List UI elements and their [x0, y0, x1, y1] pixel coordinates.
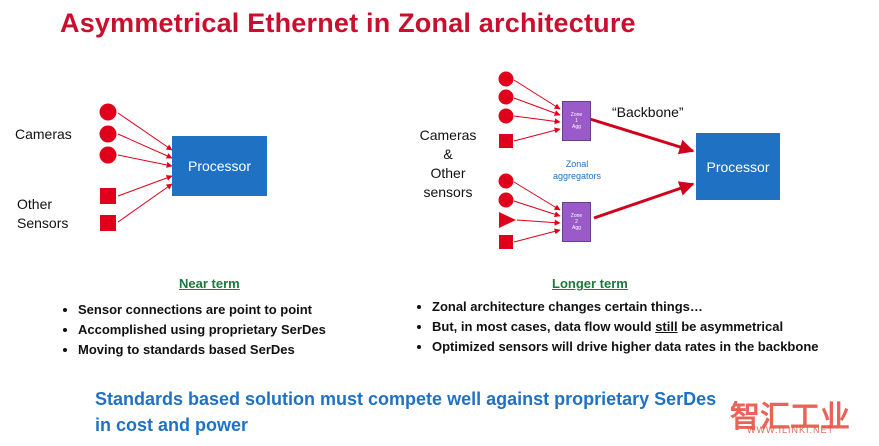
zone-1-aggregator: Zone 1 Agg — [562, 101, 591, 141]
other-label-line2: Sensors — [17, 215, 69, 231]
right-label-line2: & — [443, 146, 453, 162]
camera-sensor-icon — [498, 89, 514, 105]
sensor-link-arrow — [516, 219, 561, 226]
other-sensor-icon — [100, 215, 116, 231]
slide-title: Asymmetrical Ethernet in Zonal architect… — [60, 8, 636, 38]
left-sensors — [99, 103, 117, 231]
other-sensor-icon — [100, 188, 116, 204]
longer-term-bullet: But, in most cases, data flow would stil… — [432, 317, 832, 337]
zone-2-aggregator: Zone 2 Agg — [562, 202, 591, 242]
sensor-link-arrow — [117, 133, 173, 159]
zone2-line1: Zone — [570, 213, 583, 219]
sensor-link-arrow — [117, 183, 173, 223]
zone1-line2: 1 — [575, 118, 578, 124]
watermark-logo: 智汇工业 — [730, 400, 850, 435]
sensor-link-arrow — [513, 115, 561, 125]
camera-sensor-icon — [498, 192, 514, 208]
camera-sensor-icon — [498, 108, 514, 124]
sensor-link-arrow — [117, 175, 173, 197]
zonal-line1: Zonal — [565, 159, 589, 169]
zonal-line2: aggregators — [553, 171, 602, 181]
right-sensors-bottom — [498, 173, 516, 249]
sensor-link-arrow — [513, 228, 561, 243]
other-label-line1: Other — [17, 196, 53, 212]
other-sensors-label: Other Sensors — [17, 195, 68, 233]
camera-sensor-icon — [99, 125, 117, 143]
conclusion-line1: Standards based solution must compete we… — [95, 389, 717, 409]
conclusion-text: Standards based solution must compete we… — [95, 386, 775, 438]
sensor-link-arrow — [513, 181, 561, 211]
conclusion-line2: in cost and power — [95, 415, 249, 435]
longer-term-bullet: Optimized sensors will drive higher data… — [432, 337, 832, 357]
watermark-url: WWW.ILINKI.NET — [747, 425, 834, 435]
zonal-aggregators-label: Zonal aggregators — [553, 158, 601, 182]
cameras-label: Cameras — [15, 126, 72, 142]
backbone-arrows — [589, 117, 695, 220]
left-arrows — [117, 112, 173, 223]
near-term-bullet: Accomplished using proprietary SerDes — [78, 320, 398, 340]
bullet2-text-after: be asymmetrical — [677, 319, 784, 334]
backbone-arrow — [589, 117, 695, 155]
sensor-link-arrow — [513, 79, 561, 110]
right-label-line1: Cameras — [419, 127, 477, 143]
sensor-link-arrow — [117, 154, 173, 168]
other-sensor-icon — [499, 235, 513, 249]
bullet2-underlined-word: still — [655, 319, 678, 334]
camera-sensor-icon — [99, 146, 117, 164]
camera-sensor-icon — [498, 173, 514, 189]
processor-box-right: Processor — [696, 133, 780, 200]
sensor-link-arrow — [513, 200, 561, 218]
sensor-link-arrow — [513, 127, 561, 142]
near-term-list: Sensor connections are point to point Ac… — [60, 300, 398, 360]
backbone-label: “Backbone” — [612, 104, 684, 120]
near-term-bullet: Moving to standards based SerDes — [78, 340, 398, 360]
zone2-line2: 2 — [575, 219, 578, 225]
zone1-line3: Agg — [572, 124, 581, 130]
right-label-line3: Other — [430, 165, 466, 181]
camera-sensor-icon — [498, 71, 514, 87]
camera-sensor-icon — [99, 103, 117, 121]
right-arrows-top — [513, 79, 561, 142]
near-term-heading: Near term — [179, 276, 240, 291]
cameras-other-sensors-label: Cameras & Other sensors — [418, 126, 478, 202]
longer-term-list: Zonal architecture changes certain thing… — [414, 297, 832, 357]
zone2-line3: Agg — [572, 225, 581, 231]
triangle-sensor-icon — [499, 212, 516, 228]
right-label-line4: sensors — [423, 184, 473, 200]
right-arrows-bottom — [513, 181, 561, 243]
sensor-link-arrow — [117, 112, 173, 151]
right-sensors-top — [498, 71, 514, 148]
other-sensor-icon — [499, 134, 513, 148]
zone1-line1: Zone — [570, 112, 583, 118]
processor-box: Processor — [172, 136, 267, 196]
backbone-arrow — [593, 181, 695, 220]
bullet2-text-before: But, in most cases, data flow would — [432, 319, 656, 334]
longer-term-heading: Longer term — [552, 276, 628, 291]
near-term-bullet: Sensor connections are point to point — [78, 300, 398, 320]
sensor-link-arrow — [513, 97, 561, 116]
longer-term-bullet: Zonal architecture changes certain thing… — [432, 297, 832, 317]
